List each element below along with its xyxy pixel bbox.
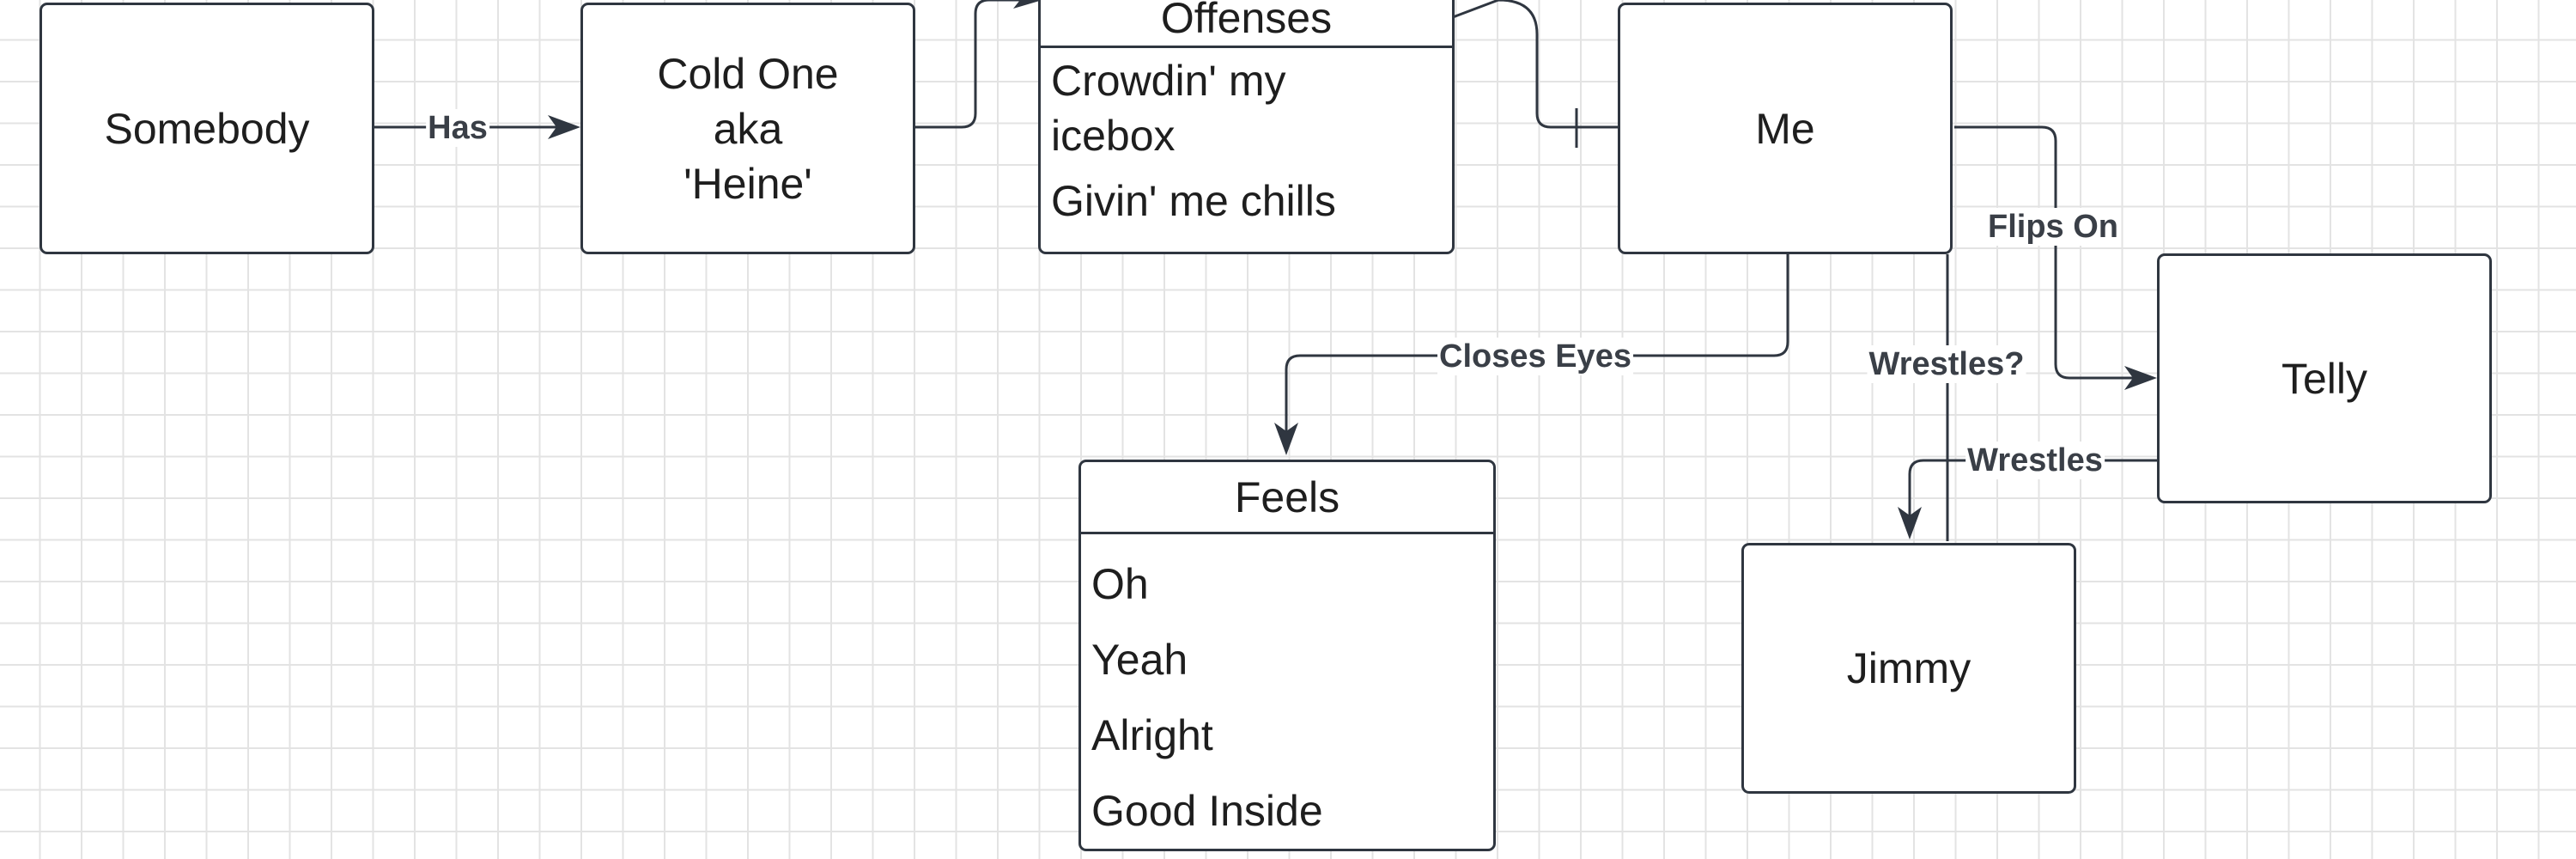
arrowhead: [1898, 507, 1922, 539]
entity-row: Yeah: [1091, 636, 1188, 684]
entity-row: Good Inside: [1091, 787, 1323, 835]
edge-label-wrestles: Wrestles: [1965, 442, 2105, 479]
edge-label-wrestles-q: Wrestles?: [1867, 345, 2026, 383]
edge-label-has: Has: [426, 109, 489, 147]
edge-label-flips-on: Flips On: [1986, 208, 2120, 246]
node-cold-one-line: Cold One: [657, 49, 839, 98]
node-me[interactable]: Me: [1618, 3, 1953, 254]
edge-flips-on: [1954, 125, 2138, 380]
edge-label-closes-eyes: Closes Eyes: [1437, 338, 1633, 375]
node-cold-one-line: aka: [713, 104, 783, 153]
entity-header: Feels: [1081, 462, 1493, 534]
node-jimmy-label: Jimmy: [1846, 644, 1971, 692]
node-somebody[interactable]: Somebody: [39, 3, 374, 254]
node-feels[interactable]: Feels Oh Yeah Alright Good Inside: [1078, 460, 1496, 851]
node-telly-label: Telly: [2281, 354, 2368, 403]
entity-row: Givin' me chills: [1051, 177, 1336, 225]
entity-row: Alright: [1091, 711, 1213, 759]
node-cold-one[interactable]: Cold One aka 'Heine': [580, 3, 915, 254]
entity-header: Offenses: [1041, 0, 1452, 48]
arrowhead: [2124, 366, 2157, 390]
node-telly[interactable]: Telly: [2157, 253, 2492, 503]
entity-row: Oh: [1091, 560, 1149, 608]
edge-wrestles: [1908, 459, 2157, 520]
edge-offenses-me: [1452, 0, 1618, 129]
entity-title: Offenses: [1160, 0, 1333, 42]
node-offenses[interactable]: Offenses Crowdin' my icebox Givin' me ch…: [1038, 0, 1455, 254]
entity-title: Feels: [1234, 472, 1340, 521]
arrowhead: [548, 115, 580, 139]
node-me-label: Me: [1755, 104, 1815, 153]
edge-cold-one-offenses: [915, 0, 1030, 129]
node-jimmy[interactable]: Jimmy: [1741, 543, 2076, 794]
node-cold-one-line: 'Heine': [683, 159, 812, 208]
entity-row: Crowdin' my icebox: [1051, 57, 1286, 160]
arrowhead: [1013, 0, 1042, 9]
node-somebody-label: Somebody: [104, 104, 310, 153]
arrowhead: [1274, 423, 1298, 455]
